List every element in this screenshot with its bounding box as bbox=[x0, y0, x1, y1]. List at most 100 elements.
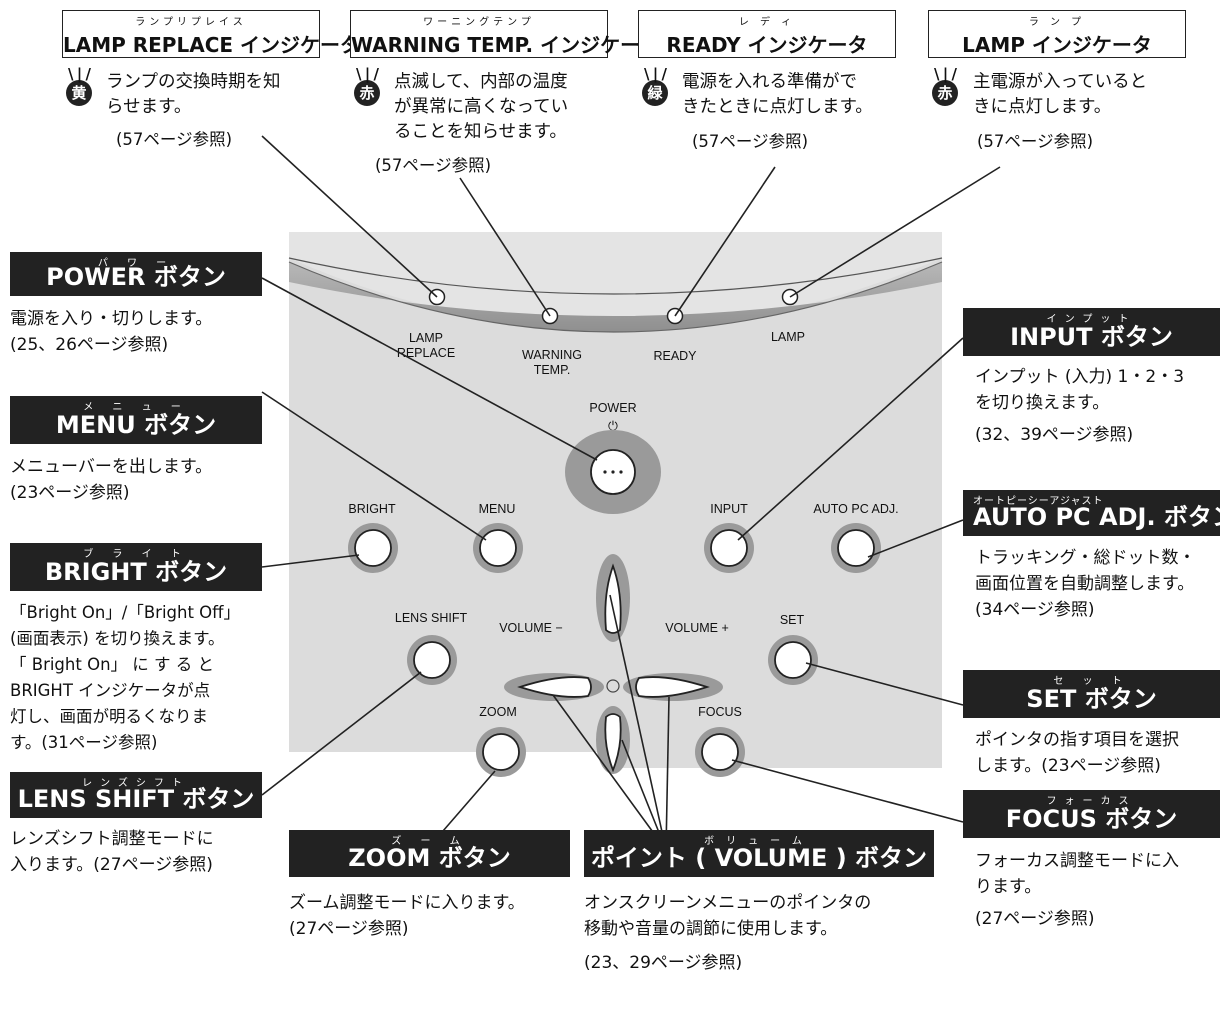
input-label: インプット INPUT ボタン bbox=[963, 308, 1220, 356]
focus-label: フォーカス FOCUS ボタン bbox=[963, 790, 1220, 838]
bright-button[interactable] bbox=[348, 523, 398, 573]
desc-line: オンスクリーンメニューのポインタの bbox=[584, 893, 872, 913]
point-down-button[interactable] bbox=[596, 706, 630, 774]
desc-line: ります。 bbox=[975, 877, 1042, 897]
ruby: ランプリプレイス bbox=[135, 17, 247, 28]
focus-description: フォーカス調整モードに入 ります。 (27ページ参照) bbox=[975, 848, 1179, 932]
label-set: SET bbox=[780, 613, 805, 627]
ruby: メ ニ ュ ー bbox=[83, 402, 189, 413]
set-button[interactable] bbox=[768, 635, 818, 685]
color-char: 黄 bbox=[66, 80, 92, 106]
lamp-replace-description: ランプの交換時期を知 らせます。 bbox=[106, 70, 280, 120]
desc-line: メニューバーを出します。 bbox=[10, 457, 213, 477]
lamp-replace-indicator-box: ランプリプレイス LAMP REPLACE インジケータ bbox=[62, 10, 360, 58]
desc-line: トラッキング・総ドット数・ bbox=[975, 548, 1196, 568]
desc-line: を切り換えます。 bbox=[975, 393, 1110, 413]
label-title: MENU ボタン bbox=[55, 411, 217, 439]
desc-line: 灯し、画面が明るくなりま bbox=[10, 707, 208, 726]
color-char: 赤 bbox=[932, 80, 958, 106]
label-lamp-replace-2: REPLACE bbox=[397, 346, 455, 360]
lamp-description: 主電源が入っていると きに点灯します。 bbox=[973, 70, 1147, 120]
label-ready: READY bbox=[653, 349, 697, 363]
ruby: ズ ー ム bbox=[391, 836, 468, 847]
point-up-button[interactable] bbox=[596, 554, 630, 642]
desc-line: (画面表示) を切り換えます。 bbox=[10, 629, 225, 648]
red-light-icon: \ | /赤 bbox=[930, 67, 960, 106]
focus-button[interactable] bbox=[695, 727, 745, 777]
yellow-light-icon: \ | /黄 bbox=[64, 67, 94, 106]
label-warning-2: TEMP. bbox=[534, 363, 571, 377]
auto-pc-adj-button[interactable] bbox=[831, 523, 881, 573]
desc-line: 画面位置を自動調整します。 bbox=[975, 574, 1195, 594]
set-label: セ ッ ト SET ボタン bbox=[963, 670, 1220, 718]
desc-line: ランプの交換時期を知 bbox=[106, 72, 281, 92]
desc-line: します。(23ページ参照) bbox=[975, 756, 1161, 776]
label-title: ポイント ( VOLUME ) ボタン bbox=[590, 844, 928, 872]
reference-text: (57ページ参照) bbox=[116, 130, 233, 149]
point-center-mark bbox=[606, 679, 620, 693]
label-warning-1: WARNING bbox=[522, 348, 582, 362]
label-title: INPUT ボタン bbox=[1010, 323, 1173, 351]
warning-temp-description: 点滅して、内部の温度 が異常に高くなってい ることを知らせます。 bbox=[394, 70, 568, 145]
volume-description: オンスクリーンメニューのポインタの 移動や音量の調節に使用します。 (23、29… bbox=[584, 890, 871, 976]
reference-text: (57ページ参照) bbox=[692, 132, 809, 151]
ruby: レンズシフト bbox=[82, 778, 190, 789]
desc-line: (27ページ参照) bbox=[975, 909, 1095, 929]
desc-line: (34ページ参照) bbox=[975, 600, 1095, 620]
ruby: ブ ラ イ ト bbox=[83, 549, 189, 560]
power-button[interactable] bbox=[565, 430, 661, 514]
ruby: インプット bbox=[1046, 314, 1137, 325]
desc-line: フォーカス調整モードに入 bbox=[975, 851, 1179, 871]
color-char: 赤 bbox=[354, 80, 380, 106]
ruby: ワーニングテンプ bbox=[423, 17, 535, 28]
label-volume-plus: VOLUME + bbox=[665, 621, 729, 635]
set-description: ポインタの指す項目を選択 します。(23ページ参照) bbox=[975, 727, 1179, 779]
volume-plus-button[interactable] bbox=[623, 673, 723, 701]
zoom-button[interactable] bbox=[476, 727, 526, 777]
lens-shift-label: レンズシフト LENS SHIFT ボタン bbox=[10, 772, 262, 818]
volume-label: ボリューム ポイント ( VOLUME ) ボタン bbox=[584, 830, 934, 877]
ruby: ボリューム bbox=[704, 836, 814, 847]
ruby: レ デ ィ bbox=[738, 17, 796, 28]
label-input: INPUT bbox=[710, 502, 748, 516]
input-button[interactable] bbox=[704, 523, 754, 573]
label-zoom: ZOOM bbox=[479, 705, 517, 719]
menu-label: メ ニ ュ ー MENU ボタン bbox=[10, 396, 262, 444]
power-label: パ ワ ー POWER ボタン bbox=[10, 252, 262, 296]
desc-line: BRIGHT インジケータが点 bbox=[10, 681, 211, 700]
desc-line: (27ページ参照) bbox=[289, 919, 409, 939]
label-lamp: LAMP bbox=[771, 330, 805, 344]
red-light-icon: \ | /赤 bbox=[352, 67, 382, 106]
desc-line: 「Bright On」/「Bright Off」 bbox=[10, 603, 241, 622]
label-menu: MENU bbox=[479, 502, 516, 516]
desc-line: 主電源が入っていると bbox=[973, 72, 1148, 92]
zoom-description: ズーム調整モードに入ります。 (27ページ参照) bbox=[289, 890, 525, 942]
menu-description: メニューバーを出します。 (23ページ参照) bbox=[10, 454, 212, 506]
ruby: フォーカス bbox=[1046, 796, 1137, 807]
ruby: オートピーシーアジャスト bbox=[973, 496, 1104, 507]
desc-line: (23ページ参照) bbox=[10, 483, 130, 503]
menu-button[interactable] bbox=[473, 523, 523, 573]
desc-line: す。(31ページ参照) bbox=[10, 733, 158, 752]
desc-line: らせます。 bbox=[106, 97, 192, 117]
label-title: BRIGHT ボタン bbox=[44, 558, 228, 586]
zoom-label: ズ ー ム ZOOM ボタン bbox=[289, 830, 570, 877]
ready-description: 電源を入れる準備がで きたときに点灯します。 bbox=[682, 70, 873, 120]
desc-line: ることを知らせます。 bbox=[394, 122, 567, 142]
desc-line: 電源を入れる準備がで bbox=[682, 72, 857, 92]
indicator-title: READY インジケータ bbox=[666, 33, 868, 57]
label-lamp-replace-1: LAMP bbox=[409, 331, 443, 345]
desc-line: 「 Bright On」 に す る と bbox=[10, 655, 215, 674]
color-char: 緑 bbox=[642, 80, 668, 106]
volume-minus-button[interactable] bbox=[504, 673, 604, 701]
desc-line: が異常に高くなってい bbox=[394, 97, 569, 117]
desc-line: (23、29ページ参照) bbox=[584, 953, 743, 973]
bright-description: 「Bright On」/「Bright Off」 (画面表示) を切り換えます。… bbox=[10, 600, 240, 756]
power-symbol-icon: ⏻ bbox=[608, 419, 618, 433]
desc-line: 電源を入り・切りします。 bbox=[10, 309, 213, 329]
indicator-arc-band bbox=[289, 232, 942, 329]
label-title: POWER ボタン bbox=[46, 263, 226, 291]
bright-label: ブ ラ イ ト BRIGHT ボタン bbox=[10, 543, 262, 591]
label-auto-pc-adj: AUTO PC ADJ. bbox=[813, 502, 898, 516]
